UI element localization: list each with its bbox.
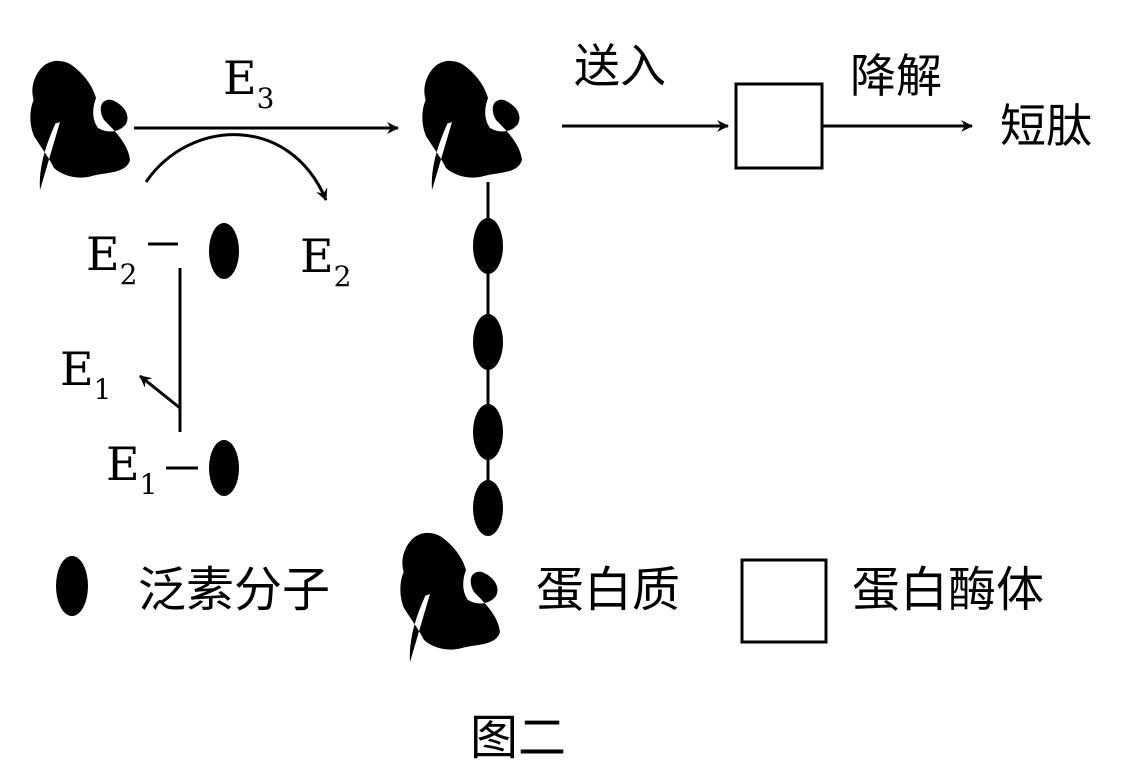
legend-protein-icon — [400, 532, 500, 662]
e1-release-arrow — [139, 374, 181, 410]
legend-protein-label: 蛋白质 — [536, 562, 680, 618]
legend-proteasome-label: 蛋白酶体 — [852, 562, 1044, 618]
ubiquitin-chain-3 — [473, 404, 503, 460]
figure-caption: 图二 — [470, 710, 566, 766]
proteasome-box — [734, 82, 824, 170]
e1-top-label: E1 — [60, 342, 111, 406]
ubiquitin-chain-2 — [473, 314, 503, 370]
e2-left-label: E2 — [86, 227, 137, 291]
degrade-label: 降解 — [850, 49, 942, 103]
e1-bottom-label: E1 — [106, 437, 157, 501]
legend-proteasome-icon — [740, 558, 828, 644]
ubiquitin-chain-1 — [473, 218, 503, 274]
legend-ubiquitin-label: 泛素分子 — [138, 562, 330, 618]
e2-release-curve-arrow — [144, 133, 328, 201]
e3-label: E3 — [223, 51, 274, 115]
protein-icon-tagged — [422, 60, 522, 191]
send-in-label: 送入 — [574, 39, 666, 93]
short-peptide-label: 短肽 — [1000, 99, 1092, 153]
ubiquitin-chain-4 — [473, 480, 503, 536]
protein-icon-start — [30, 60, 130, 191]
ubiquitin-on-e2 — [209, 223, 239, 279]
ubiquitin-on-e1 — [209, 440, 239, 496]
e2-right-label: E2 — [300, 229, 351, 293]
legend-ubiquitin-icon — [56, 556, 88, 616]
